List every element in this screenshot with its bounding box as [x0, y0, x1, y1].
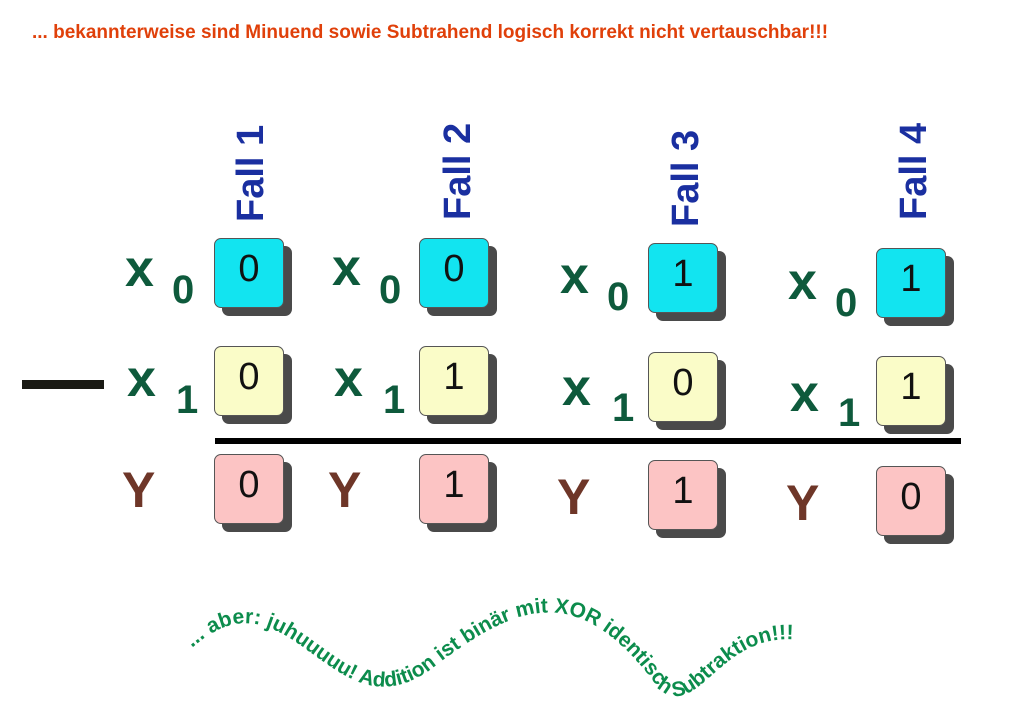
- wave-text-path: ... aber: juhuuuuu! Addition ist binär m…: [180, 594, 793, 701]
- fall-2-x1-value: 1: [419, 346, 489, 416]
- fall-3-x0-value: 1: [648, 243, 718, 313]
- minus-sign: [22, 380, 104, 389]
- fall-2-x0-value: 0: [419, 238, 489, 308]
- fall-4-x0-value: 1: [876, 248, 946, 318]
- fall-1-x1-value: 0: [214, 346, 284, 416]
- x0-variable: x: [332, 239, 361, 297]
- x0-subscript: 0: [835, 281, 858, 325]
- x0-subscript: 0: [172, 268, 195, 312]
- fall-3-x1-value: 0: [648, 352, 718, 422]
- x1-variable: x: [562, 359, 591, 417]
- fall-1-x0-value: 0: [214, 238, 284, 308]
- fall-4-x1-value: 1: [876, 356, 946, 426]
- headline: ... bekannterweise sind Minuend sowie Su…: [32, 22, 829, 43]
- x0-subscript: 0: [379, 268, 402, 312]
- y-variable: Y: [557, 469, 591, 525]
- x0-variable: x: [788, 253, 817, 311]
- fall-4-y-value: 0: [876, 466, 946, 536]
- x1-variable: x: [127, 350, 156, 408]
- fall-2-y-value: 1: [419, 454, 489, 524]
- x0-variable: x: [560, 247, 589, 305]
- y-variable: Y: [122, 462, 156, 518]
- x0-variable: x: [125, 240, 154, 298]
- y-variable: Y: [328, 462, 362, 518]
- x1-subscript: 1: [176, 378, 199, 422]
- y-variable: Y: [786, 475, 820, 531]
- x1-subscript: 1: [612, 386, 635, 430]
- x1-variable: x: [790, 365, 819, 423]
- x1-subscript: 1: [838, 391, 861, 435]
- x1-variable: x: [334, 350, 363, 408]
- x1-subscript: 1: [383, 378, 406, 422]
- fall-3-y-value: 1: [648, 460, 718, 530]
- wave-text: ... aber: juhuuuuu! Addition ist binär m…: [180, 594, 793, 701]
- x0-subscript: 0: [607, 275, 630, 319]
- fall-1-y-value: 0: [214, 454, 284, 524]
- result-rule: [215, 438, 961, 444]
